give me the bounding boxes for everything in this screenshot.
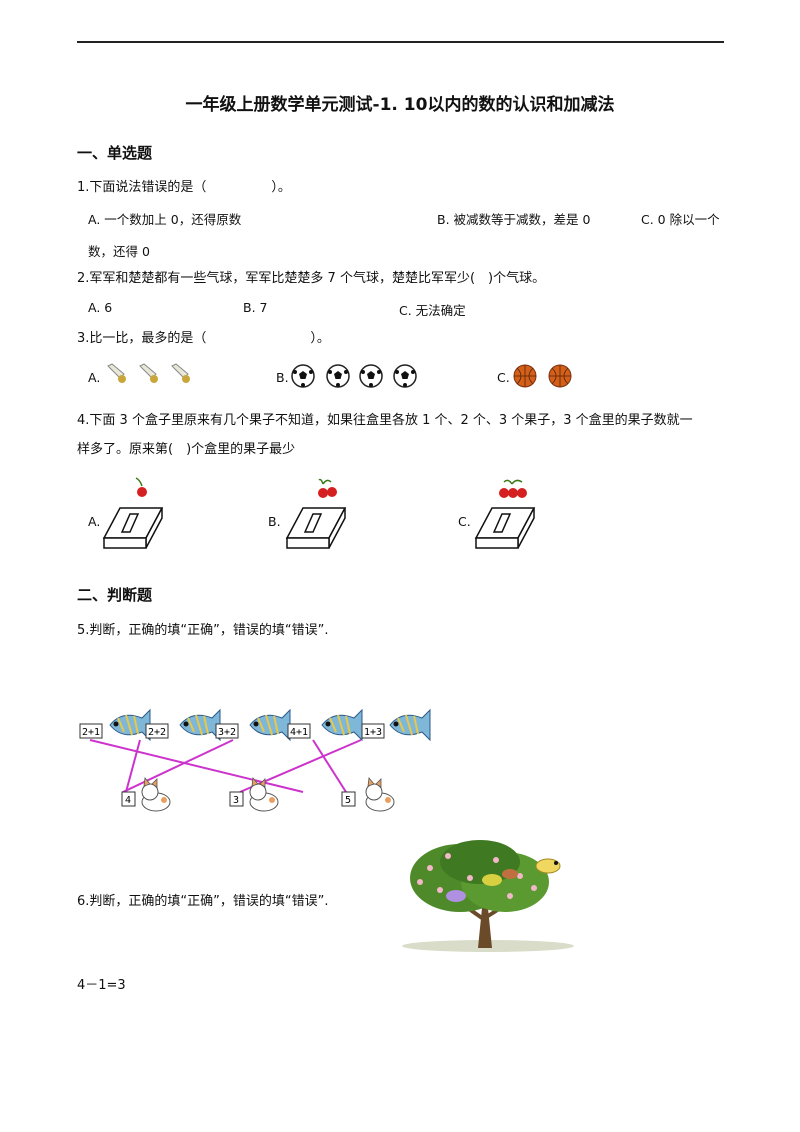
basketball-icons	[513, 364, 572, 388]
box-icon	[474, 507, 536, 549]
fish-icon	[179, 708, 221, 742]
bottom-label-text: 3	[233, 795, 239, 806]
question-6-stem: 6.判断，正确的填“正确”，错误的填“错误”.	[77, 894, 329, 909]
flying-bird-icon	[535, 858, 561, 874]
bottom-label-box: 5	[341, 791, 356, 807]
top-label-box: 1+3	[361, 723, 385, 739]
question-3-option-c[interactable]: C.	[497, 370, 510, 385]
soccer-ball-icons	[291, 364, 417, 388]
section-heading-single-choice: 一、单选题	[77, 144, 153, 162]
question-3-stem: 3.比一比，最多的是（ ）。	[77, 331, 330, 346]
basketball-icon	[548, 364, 572, 388]
fish-icon	[389, 708, 431, 742]
tree-canopy	[410, 840, 549, 912]
box-with-one-cherry	[102, 477, 164, 549]
box-icon	[285, 507, 347, 549]
question-6-equation: 4－1=3	[77, 978, 126, 993]
fish-icon	[321, 708, 363, 742]
top-label-box: 2+2	[145, 723, 169, 739]
question-2-stem: 2.军军和楚楚都有一些气球，军军比楚楚多 7 个气球，楚楚比军军少( )个气球。	[77, 271, 546, 286]
cat-icon	[365, 777, 395, 812]
cherry-icon	[135, 477, 147, 497]
top-label-box: 2+1	[79, 723, 103, 739]
box-with-two-cherries	[285, 478, 347, 549]
question-2-option-c[interactable]: C. 无法确定	[399, 303, 466, 318]
top-label-text: 2+1	[82, 727, 100, 738]
fish-icon	[249, 708, 291, 742]
fish-icon	[109, 708, 151, 742]
question-4-option-b[interactable]: B.	[268, 514, 281, 529]
question-2-option-b[interactable]: B. 7	[243, 300, 268, 315]
shuttlecock-icon	[139, 363, 158, 383]
matching-lines	[89, 739, 362, 793]
soccer-ball-icon	[393, 364, 417, 388]
box-with-three-cherries	[474, 479, 536, 549]
question-4-stem-line-2: 样多了。原来第( )个盒里的果子最少	[77, 442, 296, 457]
basketball-icon	[513, 364, 537, 388]
question-5-stem: 5.判断，正确的填“正确”，错误的填“错误”.	[77, 623, 329, 638]
fish-cat-matching-figure: 2+1 2+2 3+2 4+1 1+3 4 3 5	[79, 708, 431, 812]
soccer-ball-icon	[359, 364, 383, 388]
question-3-option-b[interactable]: B.	[276, 370, 289, 385]
question-1-option-c[interactable]: C. 0 除以一个	[641, 212, 720, 227]
blossoms	[417, 853, 537, 899]
soccer-ball-icon	[291, 364, 315, 388]
bottom-label-text: 5	[345, 795, 351, 806]
question-2-option-a[interactable]: A. 6	[88, 300, 113, 315]
question-4-option-a[interactable]: A.	[88, 514, 101, 529]
question-4-option-c[interactable]: C.	[458, 514, 471, 529]
top-label-text: 3+2	[218, 727, 236, 738]
bottom-label-box: 4	[121, 791, 136, 807]
question-1-option-c-continued: 数，还得 0	[88, 244, 150, 259]
cherry-icon	[318, 478, 337, 498]
top-label-text: 1+3	[364, 727, 382, 738]
question-1-stem: 1.下面说法错误的是（ ）。	[77, 180, 291, 195]
soccer-ball-icon	[326, 364, 350, 388]
box-icon	[102, 507, 164, 549]
question-3-option-a[interactable]: A.	[88, 370, 101, 385]
top-label-box: 4+1	[287, 723, 311, 739]
cherry-icon	[499, 479, 527, 498]
shuttlecock-icons	[107, 363, 190, 383]
top-label-text: 4+1	[290, 727, 308, 738]
cat-icon	[141, 777, 171, 812]
question-4-stem-line-1: 4.下面 3 个盒子里原来有几个果子不知道，如果往盒里各放 1 个、2 个、3 …	[77, 413, 693, 428]
cat-icon	[249, 777, 279, 812]
tree-with-birds-picture	[402, 840, 574, 952]
top-label-box: 3+2	[215, 723, 239, 739]
question-1-option-b[interactable]: B. 被减数等于减数，差是 0	[437, 212, 591, 227]
question-1-option-a[interactable]: A. 一个数加上 0，还得原数	[88, 212, 242, 227]
shuttlecock-icon	[107, 363, 126, 383]
bird-icon	[446, 869, 518, 902]
bottom-label-text: 4	[125, 795, 131, 806]
bottom-label-box: 3	[229, 791, 244, 807]
top-label-text: 2+2	[148, 727, 166, 738]
top-rule	[77, 41, 724, 43]
shuttlecock-icon	[171, 363, 190, 383]
section-heading-true-false: 二、判断题	[77, 586, 153, 604]
page-title: 一年级上册数学单元测试-1. 10以内的数的认识和加减法	[185, 95, 615, 115]
